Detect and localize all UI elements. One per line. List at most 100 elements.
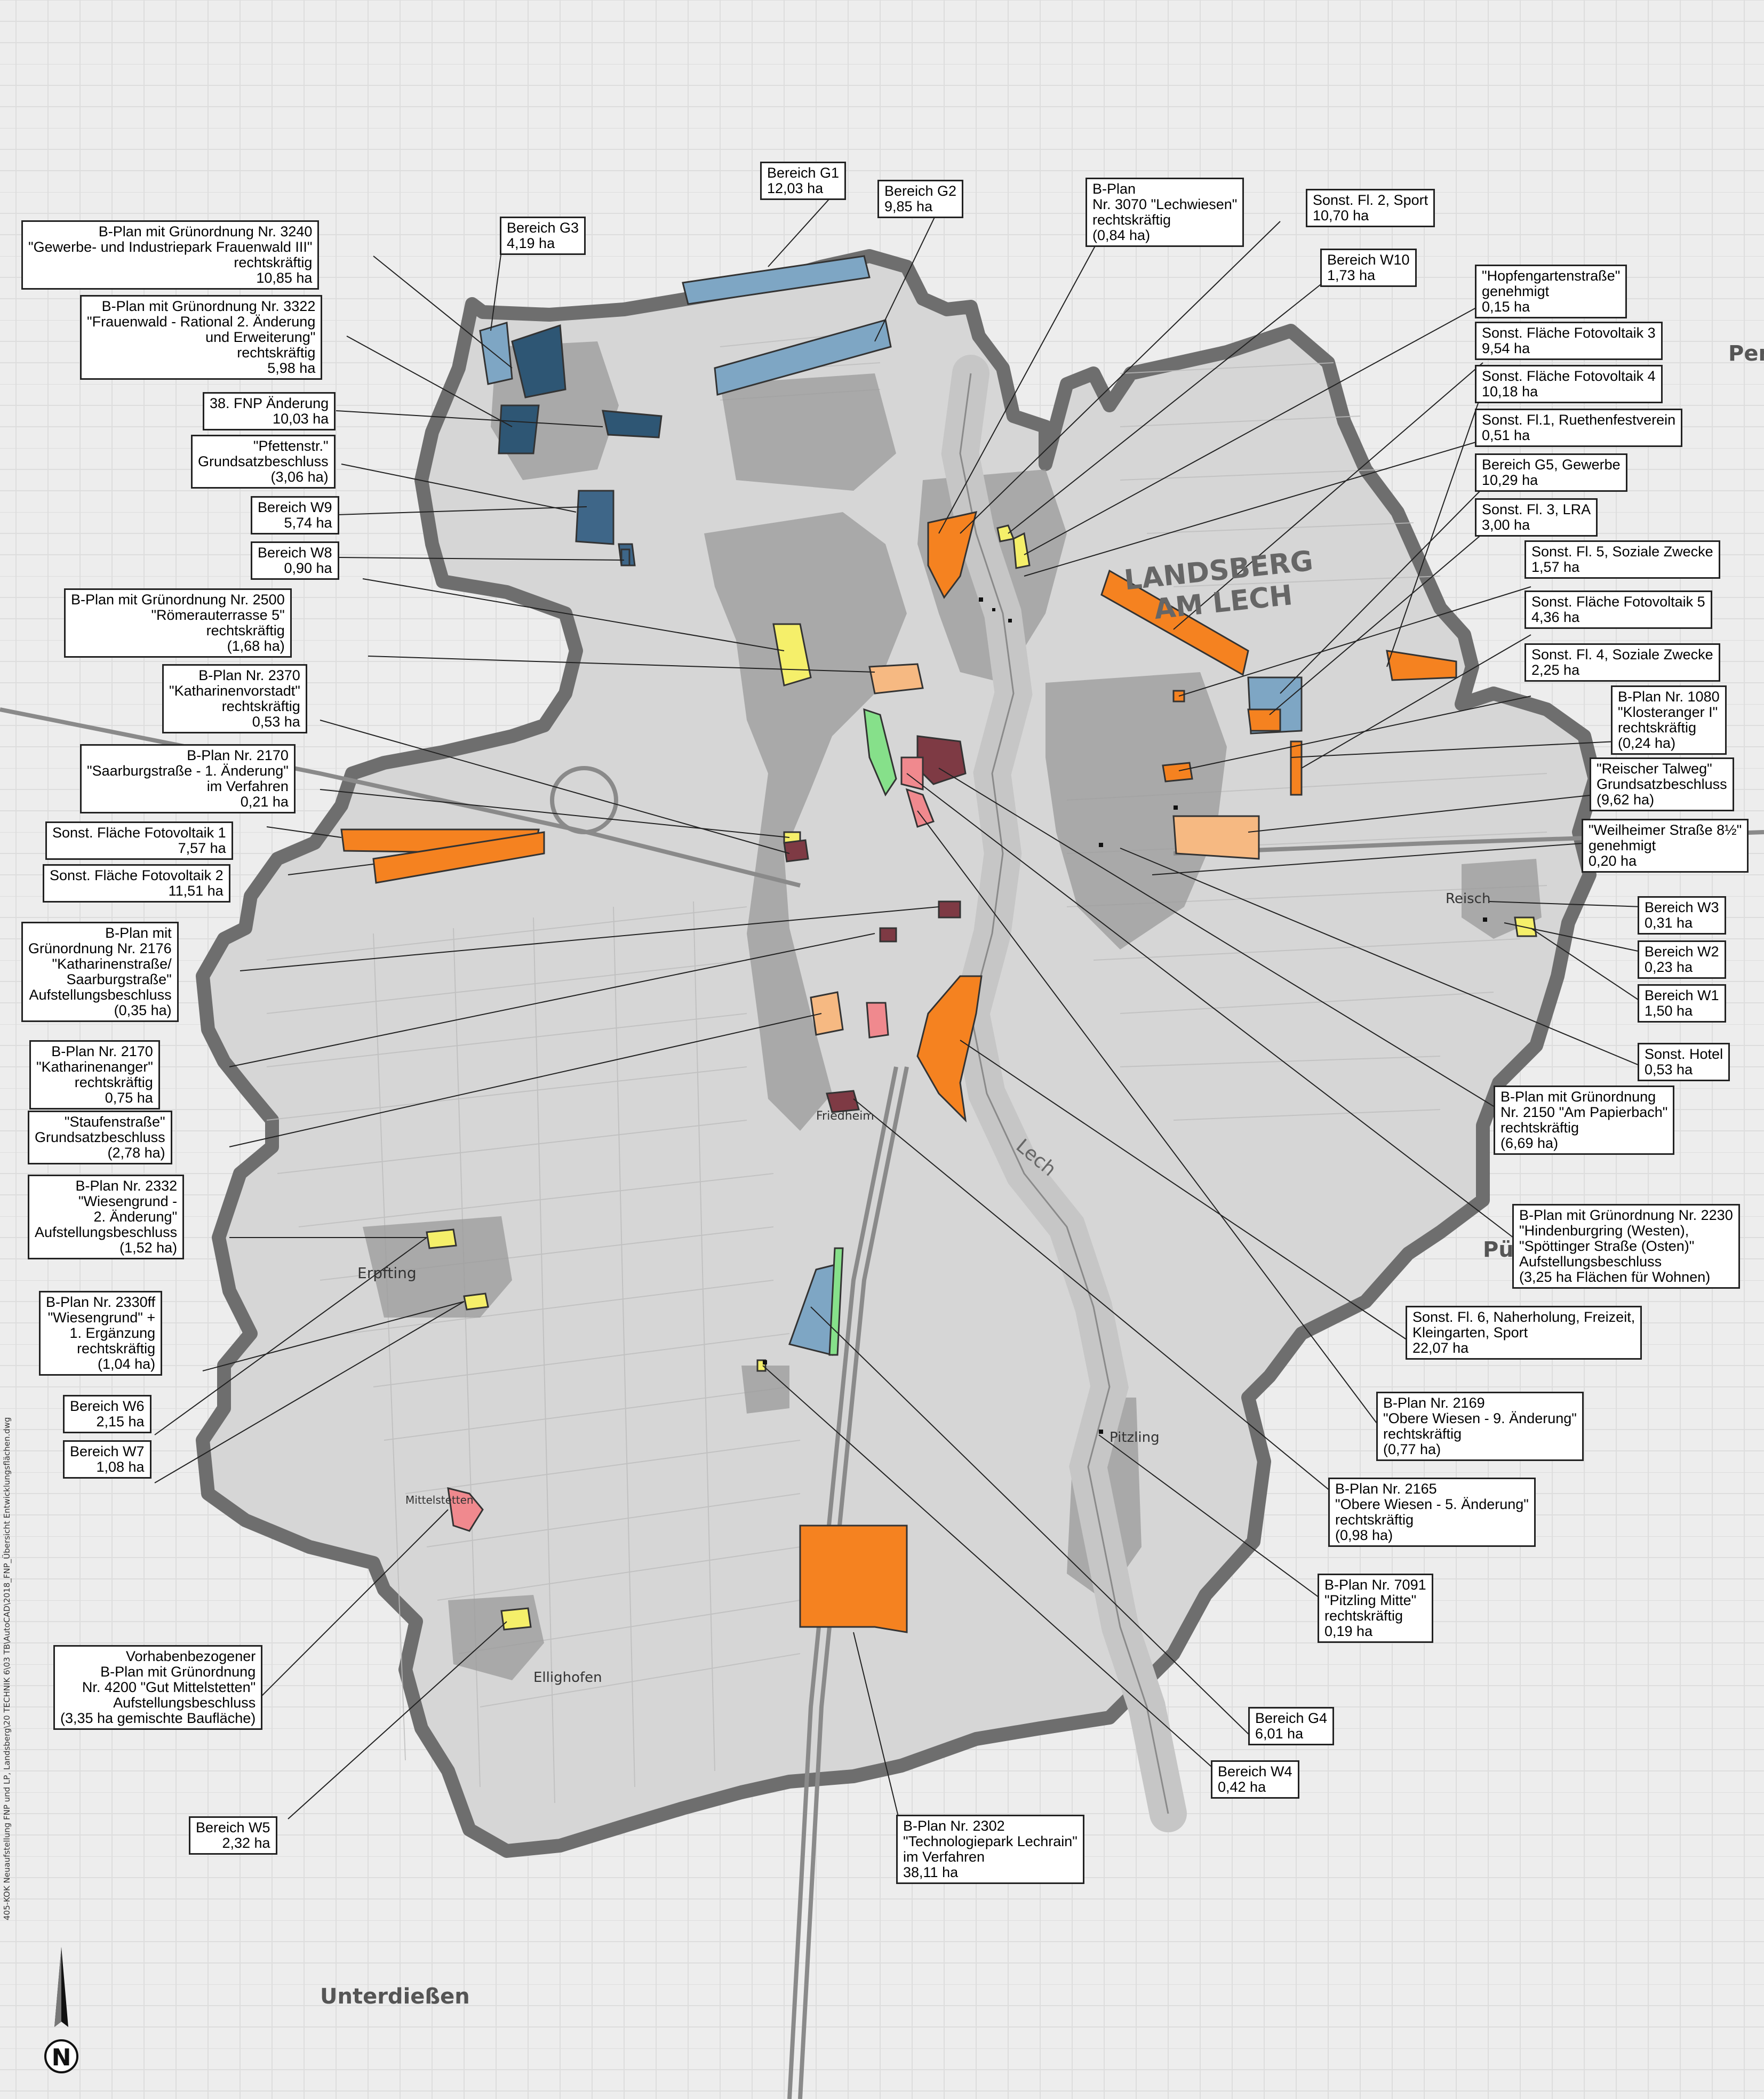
label-line: rechtskräftig xyxy=(1618,720,1697,736)
label-line: 0,15 ha xyxy=(1482,299,1530,315)
label-staufenstrasse: "Staufenstraße"Grundsatzbeschluss(2,78 h… xyxy=(28,1111,172,1164)
label-line: 0,42 ha xyxy=(1218,1779,1266,1795)
label-line: 0,21 ha xyxy=(240,794,289,810)
label-line: Vorhabenbezogener xyxy=(126,1648,256,1664)
label-line: Aufstellungsbeschluss xyxy=(35,1224,178,1240)
area-fv4 xyxy=(1386,650,1457,681)
label-line: (9,62 ha) xyxy=(1597,792,1655,808)
place-pitzling: Pitzling xyxy=(1110,1430,1160,1446)
area-sonst6 xyxy=(916,975,983,1123)
label-line: 38. FNP Änderung xyxy=(210,395,329,411)
label-line: 0,53 ha xyxy=(252,714,300,730)
label-line: B-Plan Nr. 2370 xyxy=(198,667,300,683)
label-line: 10,29 ha xyxy=(1482,472,1538,488)
label-line: rechtskräftig xyxy=(206,622,285,639)
label-bplan-2169: B-Plan Nr. 2169"Obere Wiesen - 9. Änderu… xyxy=(1376,1392,1584,1461)
label-line: B-Plan Nr. 2170 xyxy=(187,747,289,763)
label-line: Bereich G4 xyxy=(1255,1710,1328,1726)
label-line: "Reischer Talweg" xyxy=(1597,761,1712,777)
label-line: "Pitzling Mitte" xyxy=(1324,1592,1417,1608)
label-line: B-Plan Nr. 7091 xyxy=(1324,1577,1426,1593)
label-sonst-fl6: Sonst. Fl. 6, Naherholung, Freizeit,Klei… xyxy=(1406,1306,1642,1360)
label-line: B-Plan Nr. 2302 xyxy=(903,1818,1005,1834)
label-line: (0,77 ha) xyxy=(1383,1441,1441,1457)
label-line: Nr. 3070 "Lechwiesen" xyxy=(1092,196,1238,212)
label-bplan-2330ff: B-Plan Nr. 2330ff"Wiesengrund" +1. Ergän… xyxy=(39,1291,163,1376)
label-line: B-Plan Nr. 2170 xyxy=(51,1043,153,1059)
area-3240 xyxy=(511,324,566,398)
label-line: "Weilheimer Straße 8½" xyxy=(1589,822,1742,838)
label-line: (2,78 ha) xyxy=(107,1145,165,1161)
label-line: "Spöttinger Straße (Osten)" xyxy=(1519,1238,1695,1254)
label-line: 38,11 ha xyxy=(903,1864,959,1880)
label-line: Bereich W5 xyxy=(196,1819,270,1835)
label-line: Grundsatzbeschluss xyxy=(1597,776,1727,792)
label-line: 3,00 ha xyxy=(1482,517,1530,533)
place-reisch: Reisch xyxy=(1446,891,1491,907)
label-line: Kleingarten, Sport xyxy=(1412,1324,1528,1340)
label-line: Sonst. Fläche Fotovoltaik 2 xyxy=(50,867,224,883)
label-line: Bereich W1 xyxy=(1645,987,1719,1003)
label-line: Sonst. Fläche Fotovoltaik 3 xyxy=(1482,325,1656,341)
label-line: Nr. 4200 "Gut Mittelstetten" xyxy=(82,1679,256,1695)
area-reischer-talweg xyxy=(1172,815,1260,860)
label-line: 1,50 ha xyxy=(1645,1003,1693,1019)
label-line: Bereich W4 xyxy=(1218,1763,1292,1779)
label-line: B-Plan mit Grünordnung Nr. 2230 xyxy=(1519,1207,1733,1223)
label-line: "Technologiepark Lechrain" xyxy=(903,1833,1077,1849)
label-line: "Obere Wiesen - 9. Änderung" xyxy=(1383,1410,1577,1426)
area-fv5 xyxy=(1290,740,1303,796)
area-hopfen xyxy=(1012,532,1031,569)
label-line: (0,35 ha) xyxy=(114,1002,172,1018)
area-green xyxy=(863,708,897,797)
drawing-file-caption: 405-KOK Neuaufstellung FNP und LP, Lands… xyxy=(2,1417,12,1920)
label-line: rechtskräftig xyxy=(1335,1512,1414,1528)
label-line: (0,84 ha) xyxy=(1092,227,1151,243)
label-line: Sonst. Fl. 2, Sport xyxy=(1313,192,1428,208)
place-mittelstetten: Mittelstetten xyxy=(405,1494,474,1506)
label-line: Bereich G1 xyxy=(767,165,840,181)
label-line: "Wiesengrund - xyxy=(78,1193,178,1209)
label-line: und Erweiterung" xyxy=(205,329,316,345)
area-w6 xyxy=(426,1228,457,1249)
area-2176 xyxy=(938,900,961,919)
label-line: 0,90 ha xyxy=(284,560,332,576)
label-line: 22,07 ha xyxy=(1412,1340,1469,1356)
area-w7 xyxy=(463,1292,489,1311)
label-line: rechtskräftig xyxy=(1324,1608,1403,1624)
label-line: 0,51 ha xyxy=(1482,427,1530,443)
label-line: im Verfahren xyxy=(903,1849,985,1865)
label-bplan-2302: B-Plan Nr. 2302"Technologiepark Lechrain… xyxy=(896,1815,1084,1884)
label-line: B-Plan mit xyxy=(105,925,172,941)
label-line: Bereich G5, Gewerbe xyxy=(1482,457,1621,473)
area-fv2 xyxy=(372,831,545,884)
label-line: 2,32 ha xyxy=(222,1835,270,1851)
label-line: (0,24 ha) xyxy=(1618,735,1676,751)
area-staufen xyxy=(810,991,844,1036)
area-lra xyxy=(1247,708,1281,732)
label-line: 4,19 ha xyxy=(507,235,555,251)
label-line: Aufstellungsbeschluss xyxy=(1519,1254,1662,1270)
label-line: (0,98 ha) xyxy=(1335,1527,1393,1543)
label-line: 0,75 ha xyxy=(105,1090,153,1106)
label-line: Sonst. Fl. 6, Naherholung, Freizeit, xyxy=(1412,1309,1635,1325)
label-line: "Staufenstraße" xyxy=(64,1114,165,1130)
area-fv3 xyxy=(1100,569,1249,676)
area-2330 xyxy=(826,1090,860,1113)
label-line: B-Plan mit Grünordnung Nr. 3322 xyxy=(101,298,316,314)
